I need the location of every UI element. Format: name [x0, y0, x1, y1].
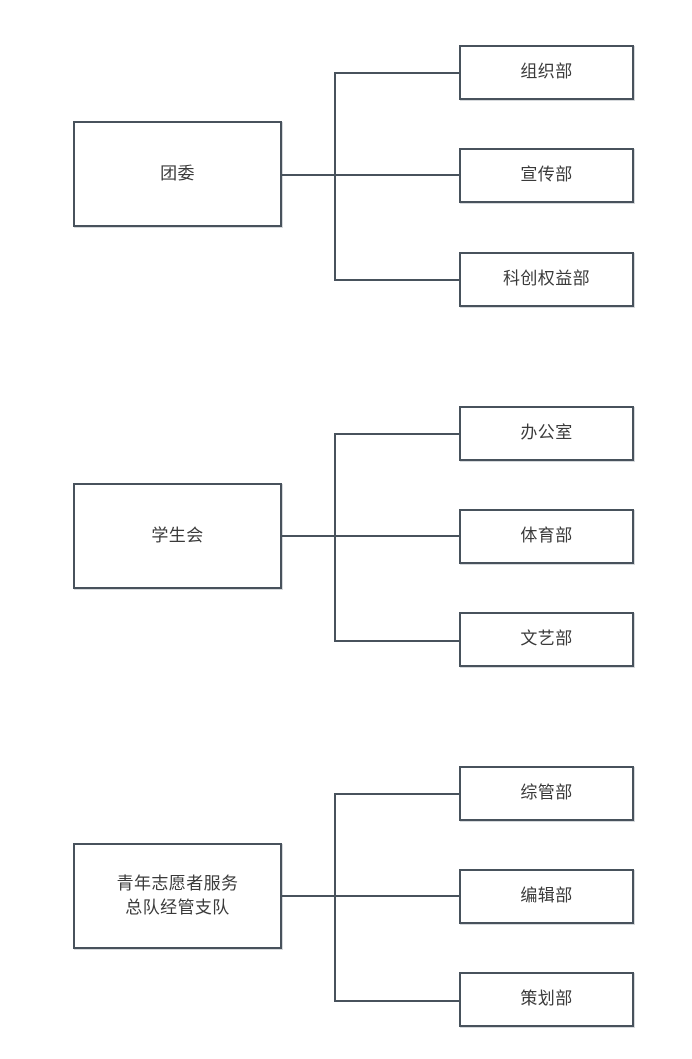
root-node-label: 青年志愿者服务 总队经管支队: [116, 873, 239, 917]
connector-branch-group-2-child-1: [334, 433, 460, 435]
leaf-node-group-2-child-3[interactable]: 文艺部: [459, 612, 634, 667]
root-node-group-2[interactable]: 学生会: [73, 483, 282, 589]
leaf-node-label: 科创权益部: [503, 269, 590, 289]
connector-branch-group-1-child-1: [334, 72, 460, 74]
connector-root-stub-group-1: [282, 174, 335, 176]
connector-branch-group-1-child-3: [334, 279, 460, 281]
leaf-node-group-2-child-1[interactable]: 办公室: [459, 406, 634, 461]
leaf-node-label: 文艺部: [520, 629, 573, 649]
connector-root-stub-group-3: [282, 895, 335, 897]
root-node-group-1[interactable]: 团委: [73, 121, 282, 227]
connector-trunk-group-1: [334, 72, 336, 281]
root-node-label: 团委: [160, 163, 195, 183]
leaf-node-label: 宣传部: [520, 165, 573, 185]
connector-branch-group-2-child-2: [334, 535, 460, 537]
connector-branch-group-1-child-2: [334, 174, 460, 176]
connector-branch-group-3-child-2: [334, 895, 460, 897]
leaf-node-group-2-child-2[interactable]: 体育部: [459, 509, 634, 564]
connector-branch-group-3-child-3: [334, 1000, 460, 1002]
leaf-node-label: 综管部: [520, 783, 573, 803]
leaf-node-label: 办公室: [520, 423, 573, 443]
leaf-node-label: 体育部: [520, 526, 573, 546]
leaf-node-label: 编辑部: [520, 886, 573, 906]
leaf-node-group-1-child-1[interactable]: 组织部: [459, 45, 634, 100]
root-node-label: 学生会: [151, 525, 204, 545]
connector-branch-group-3-child-1: [334, 793, 460, 795]
connector-root-stub-group-2: [282, 535, 335, 537]
leaf-node-group-1-child-3[interactable]: 科创权益部: [459, 252, 634, 307]
leaf-node-label: 组织部: [520, 62, 573, 82]
leaf-node-group-1-child-2[interactable]: 宣传部: [459, 148, 634, 203]
leaf-node-label: 策划部: [520, 989, 573, 1009]
leaf-node-group-3-child-1[interactable]: 综管部: [459, 766, 634, 821]
leaf-node-group-3-child-3[interactable]: 策划部: [459, 972, 634, 1027]
root-node-group-3[interactable]: 青年志愿者服务 总队经管支队: [73, 843, 282, 949]
connector-trunk-group-3: [334, 793, 336, 1002]
connector-trunk-group-2: [334, 433, 336, 642]
connector-branch-group-2-child-3: [334, 640, 460, 642]
leaf-node-group-3-child-2[interactable]: 编辑部: [459, 869, 634, 924]
